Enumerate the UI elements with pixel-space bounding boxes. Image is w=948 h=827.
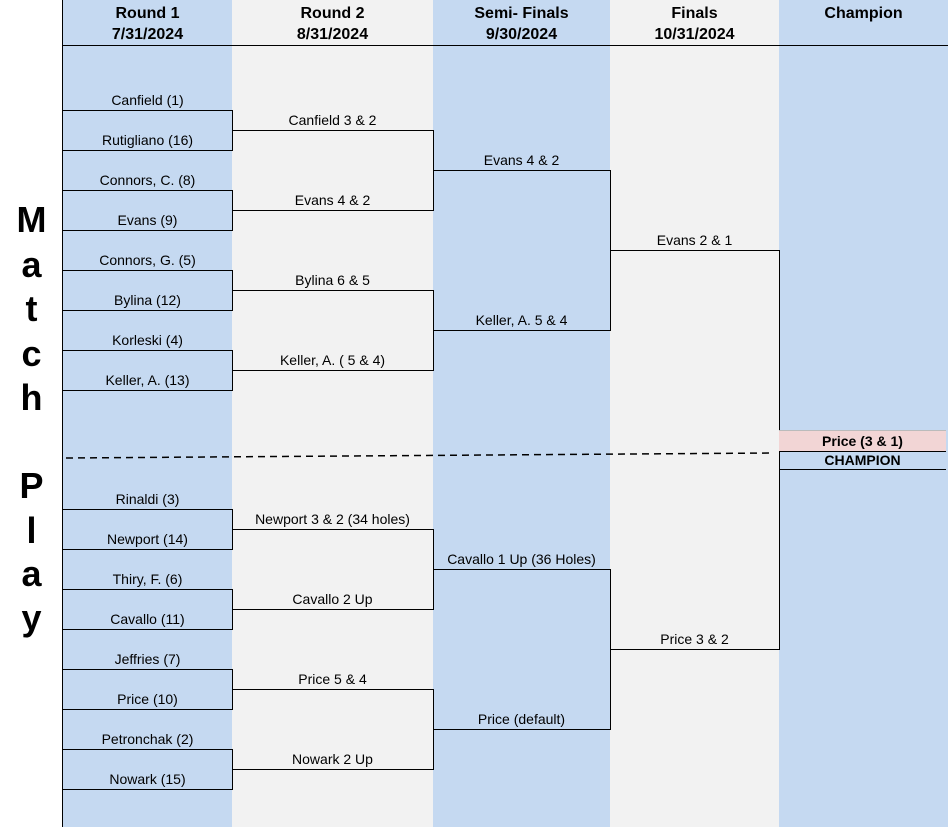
round2-line [232, 370, 433, 371]
round1-line [63, 230, 232, 231]
header-finals-date: 10/31/2024 [654, 26, 735, 43]
round1-line [63, 629, 232, 630]
side-title-letter: M [16, 199, 47, 240]
round1-line [63, 549, 232, 550]
header-divider [63, 45, 948, 46]
round2-result: Price 5 & 4 [298, 671, 367, 687]
round2-result: Evans 4 & 2 [294, 192, 371, 208]
round1-line [63, 509, 232, 510]
final-result: Evans 2 & 1 [656, 232, 733, 248]
header-round2-title: Round 2 [300, 5, 365, 22]
round1-player: Korleski (4) [112, 332, 183, 348]
round1-player: Rinaldi (3) [115, 491, 180, 507]
side-title-letter: y [21, 597, 42, 638]
round1-line [63, 749, 232, 750]
round1-player: Jeffries (7) [114, 651, 181, 667]
header-round2-date: 8/31/2024 [296, 26, 369, 43]
round2-result: Cavallo 2 Up [292, 591, 373, 607]
round1-line [63, 709, 232, 710]
round2-result: Newport 3 & 2 (34 holes) [255, 511, 410, 527]
side-title-letter: a [21, 553, 42, 594]
round2-result: Keller, A. ( 5 & 4) [279, 352, 386, 368]
final-line [610, 250, 779, 251]
round2-result: Bylina 6 & 5 [295, 272, 370, 288]
round1-line [63, 310, 232, 311]
semifinal-result: Evans 4 & 2 [483, 152, 560, 168]
round1-player: Nowark (15) [109, 771, 186, 787]
round1-player: Bylina (12) [114, 292, 181, 308]
side-title-letter: t [25, 288, 38, 329]
champion-label: CHAMPION [779, 451, 946, 470]
round1-line [63, 589, 232, 590]
left-border [62, 0, 63, 827]
round1-column [63, 0, 232, 827]
round1-player: Cavallo (11) [110, 611, 185, 627]
header-round1: Round 1 7/31/2024 [63, 3, 232, 45]
round2-line [232, 769, 433, 770]
round2-line [232, 290, 433, 291]
header-round1-title: Round 1 [115, 5, 180, 22]
header-round2: Round 2 8/31/2024 [232, 3, 433, 45]
side-title-letter: l [26, 510, 37, 551]
side-title-letter: h [20, 377, 43, 418]
header-finals-title: Finals [671, 5, 718, 22]
side-title-letter: c [21, 333, 42, 374]
champion-column [779, 0, 948, 827]
round2-line [232, 529, 433, 530]
round1-line [63, 190, 232, 191]
round1-line [63, 270, 232, 271]
side-title-letter: P [19, 465, 44, 506]
round1-player: Newport (14) [107, 531, 188, 547]
semifinal-result: Price (default) [477, 711, 566, 727]
header-semifinals-title: Semi- Finals [474, 5, 569, 22]
semifinal-line [433, 569, 610, 570]
header-semifinals: Semi- Finals 9/30/2024 [433, 3, 610, 45]
semifinal-line [433, 170, 610, 171]
round1-player: Keller, A. (13) [105, 372, 190, 388]
divider-dashed-line [66, 452, 772, 459]
side-title-letter: a [21, 244, 42, 285]
round1-player: Canfield (1) [111, 92, 184, 108]
round2-line [232, 609, 433, 610]
semifinal-line [433, 729, 610, 730]
round1-player: Price (10) [117, 691, 178, 707]
side-column [0, 0, 63, 827]
round2-result: Nowark 2 Up [292, 751, 373, 767]
header-champion: Champion [779, 3, 948, 24]
header-finals: Finals 10/31/2024 [610, 3, 779, 45]
final-line [610, 649, 779, 650]
round2-result: Canfield 3 & 2 [288, 112, 377, 128]
round1-line [63, 390, 232, 391]
semifinal-result: Keller, A. 5 & 4 [475, 312, 568, 328]
champion-result: Price (3 & 1) [779, 430, 946, 452]
semifinal-line [433, 330, 610, 331]
round2-line [232, 130, 433, 131]
header-champion-title: Champion [824, 5, 903, 22]
round2-line [232, 210, 433, 211]
round1-player: Rutigliano (16) [101, 132, 194, 148]
round1-line [63, 150, 232, 151]
round1-player: Connors, G. (5) [99, 252, 196, 268]
round1-line [63, 110, 232, 111]
round1-line [63, 789, 232, 790]
round1-player: Petronchak (2) [101, 731, 194, 747]
round1-line [63, 669, 232, 670]
round1-player: Evans (9) [117, 212, 178, 228]
round2-line [232, 689, 433, 690]
finals-column [610, 0, 779, 827]
round1-line [63, 350, 232, 351]
semifinal-result: Cavallo 1 Up (36 Holes) [447, 551, 596, 567]
final-result: Price 3 & 2 [660, 631, 729, 647]
round1-player: Thiry, F. (6) [112, 571, 183, 587]
header-round1-date: 7/31/2024 [111, 26, 184, 43]
round1-player: Connors, C. (8) [99, 172, 196, 188]
header-semifinals-date: 9/30/2024 [485, 26, 558, 43]
semifinals-column [433, 0, 610, 827]
